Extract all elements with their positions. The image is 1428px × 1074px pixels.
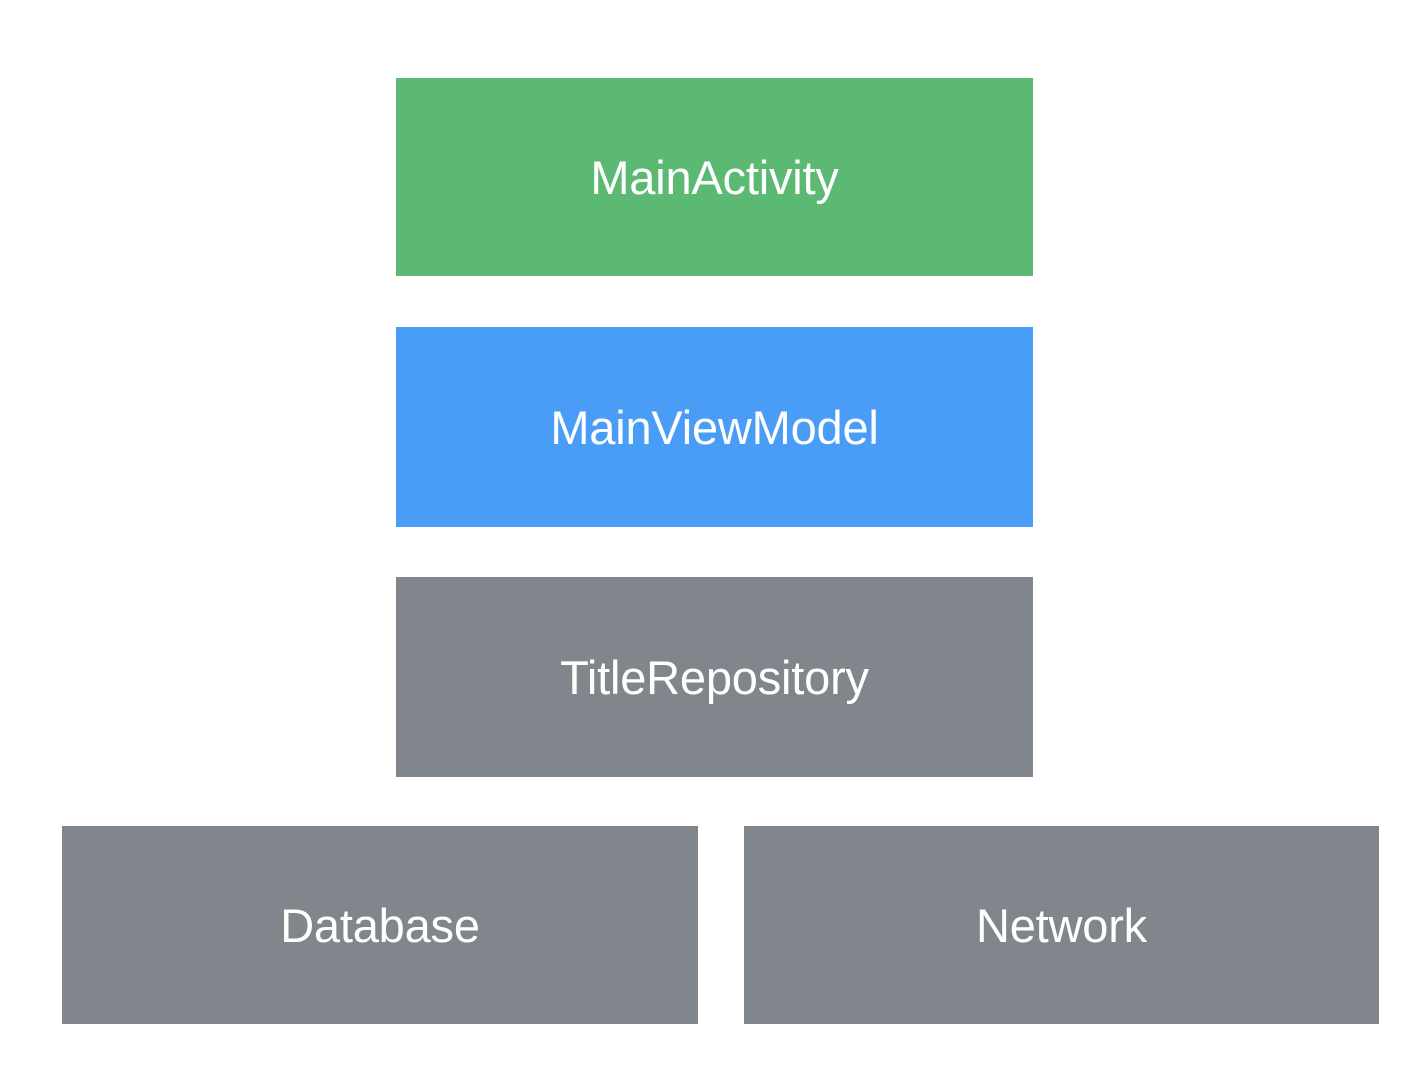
node-main-view-model-label: MainViewModel	[550, 400, 879, 454]
node-title-repository-label: TitleRepository	[560, 650, 869, 704]
node-network-label: Network	[976, 898, 1147, 952]
node-main-activity[interactable]: MainActivity	[396, 78, 1033, 276]
node-main-activity-label: MainActivity	[590, 150, 839, 204]
node-main-view-model[interactable]: MainViewModel	[396, 327, 1033, 527]
node-database[interactable]: Database	[62, 826, 698, 1024]
node-title-repository[interactable]: TitleRepository	[396, 577, 1033, 777]
node-network[interactable]: Network	[744, 826, 1379, 1024]
node-database-label: Database	[280, 898, 480, 952]
